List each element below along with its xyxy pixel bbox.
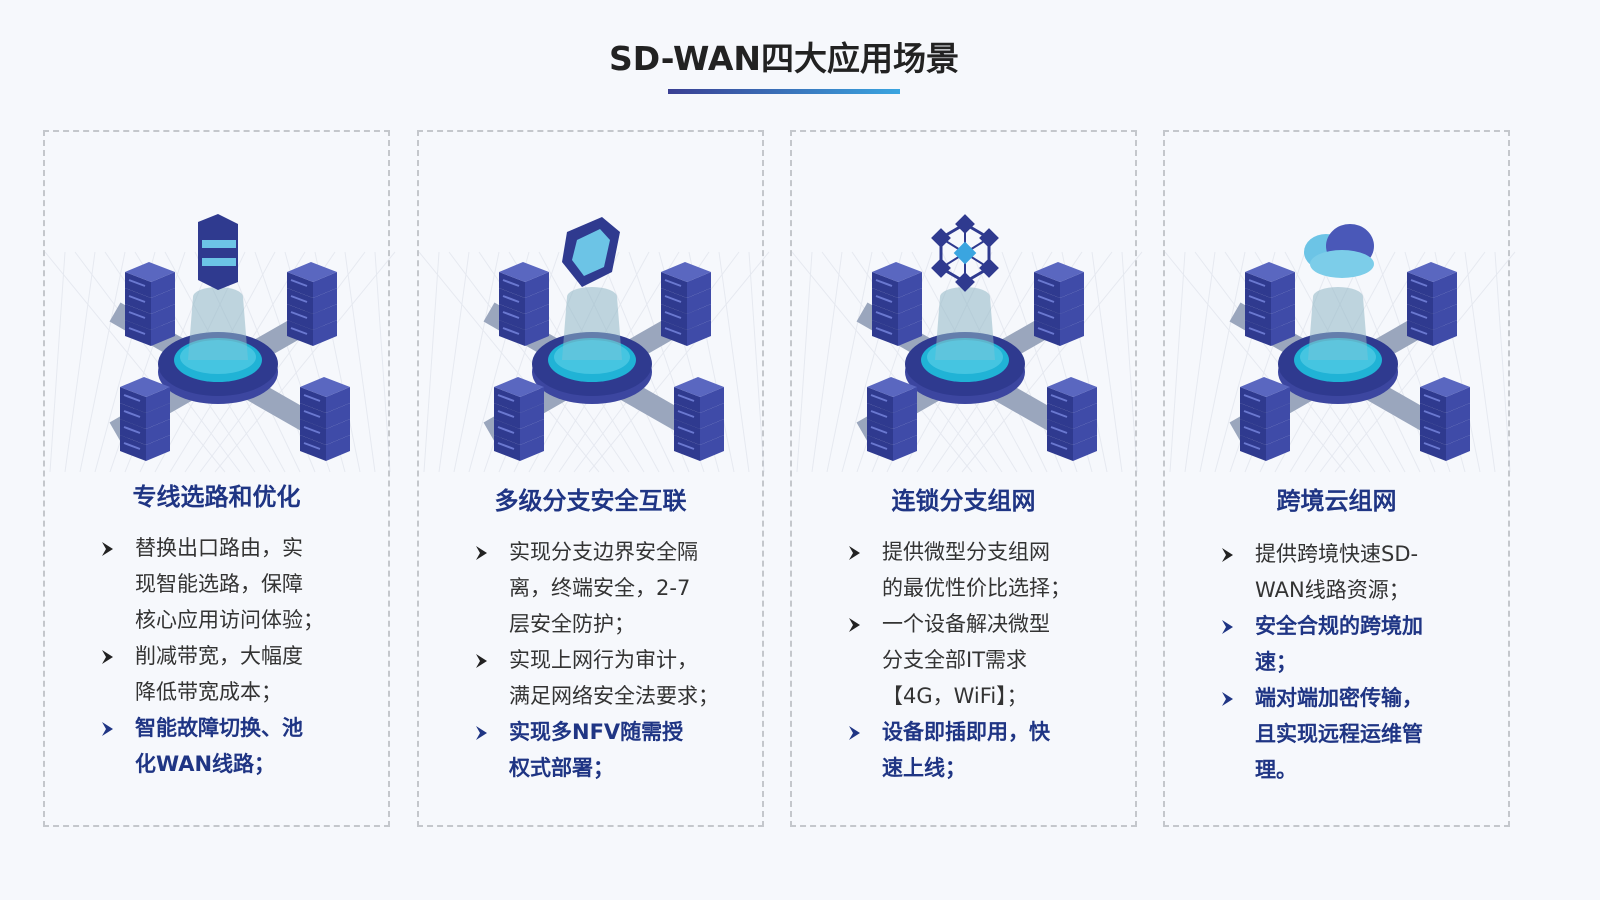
bullet-text-line: 替换出口路由，实 (135, 536, 303, 560)
list-item: 端对端加密传输， 且实现远程运维管理。 (1217, 680, 1498, 788)
list-item: 提供跨境快速SD- WAN线路资源； (1217, 536, 1498, 608)
bullet-text-line: 满足网络安全法要求； (509, 684, 719, 708)
network-hex-network-illustration (791, 214, 1143, 473)
bullet-list: 提供微型分支组网的最优性价比选择；一个设备解决微型分支全部IT需求【4G，WiF… (844, 534, 1125, 786)
arrow-bullet-icon (471, 642, 491, 678)
arrow-bullet-icon (97, 710, 117, 746)
list-item: 一个设备解决微型分支全部IT需求【4G，WiFi】； (844, 606, 1125, 714)
bullet-text-line: 化WAN线路； (135, 752, 276, 776)
card-heading: 多级分支安全互联 (494, 487, 687, 515)
bullet-text-line: 实现上网行为审计， (509, 648, 698, 672)
bullet-text-line: 理。 (1255, 758, 1297, 782)
bullet-text-line: WAN线路资源； (1255, 578, 1410, 602)
bullet-text-line: 【4G，WiFi】； (882, 684, 1028, 708)
bullet-text-line: 速上线； (882, 756, 966, 780)
bullet-text-line: 核心应用访问体验； (135, 608, 324, 632)
bullet-text-line: 现智能选路，保障 (135, 572, 303, 596)
page-title: SD-WAN四大应用场景 (608, 39, 960, 78)
bullet-text-line: 层安全防护； (509, 612, 635, 636)
bullet-text-line: 削减带宽，大幅度 (135, 644, 303, 668)
bullet-text-line: 降低带宽成本； (135, 680, 282, 704)
scenario-card: 跨境云组网提供跨境快速SD-WAN线路资源；安全合规的跨境加速；端对端加密传输，… (1163, 130, 1516, 827)
center-icon (931, 214, 999, 292)
arrow-bullet-icon (1217, 608, 1237, 644)
card-heading: 专线选路和优化 (132, 483, 301, 511)
bullet-list: 实现分支边界安全隔离，终端安全，2-7 层安全防护； 实现上网行为审计， 满足网络安全… (471, 534, 752, 786)
bullet-text-line: 权式部署； (509, 756, 614, 780)
bullet-list: 替换出口路由，实现智能选路，保障核心应用访问体验；削减带宽，大幅度降低带宽成本；… (97, 530, 378, 782)
list-item: 实现多NFV随需授权式部署； (471, 714, 752, 786)
cloud-network-illustration (1164, 224, 1516, 473)
arrow-bullet-icon (1217, 536, 1237, 572)
center-icon (1304, 224, 1374, 278)
bullet-text-line: 端对端加密传输， (1255, 686, 1423, 710)
bullet-text-line: 提供微型分支组网 (882, 540, 1050, 564)
arrow-bullet-icon (97, 638, 117, 674)
arrow-bullet-icon (1217, 680, 1237, 716)
title-underline (668, 89, 900, 94)
center-icon (198, 214, 238, 290)
card-heading: 跨境云组网 (1276, 487, 1397, 515)
arrow-bullet-icon (471, 714, 491, 750)
bullet-text-line: 且实现远程运维管 (1255, 722, 1423, 746)
list-item: 智能故障切换、池化WAN线路； (97, 710, 378, 782)
center-icon (562, 217, 620, 287)
bullet-text-line: 智能故障切换、池 (135, 716, 303, 740)
bullet-text-line: 实现分支边界安全隔 (509, 540, 698, 564)
bullet-text-line: 速； (1255, 650, 1297, 674)
bullet-text-line: 一个设备解决微型 (882, 612, 1050, 636)
bullet-text-line: 设备即插即用，快 (882, 720, 1050, 744)
list-item: 安全合规的跨境加速； (1217, 608, 1498, 680)
scenario-card: 连锁分支组网提供微型分支组网的最优性价比选择；一个设备解决微型分支全部IT需求【… (790, 130, 1143, 827)
arrow-bullet-icon (97, 530, 117, 566)
bullet-text-line: 的最优性价比选择； (882, 576, 1071, 600)
list-item: 替换出口路由，实现智能选路，保障核心应用访问体验； (97, 530, 378, 638)
arrow-bullet-icon (844, 714, 864, 750)
scenario-card: 专线选路和优化替换出口路由，实现智能选路，保障核心应用访问体验；削减带宽，大幅度… (43, 130, 396, 827)
arrow-bullet-icon (844, 534, 864, 570)
bullet-text-line: 实现多NFV随需授 (509, 720, 684, 744)
bullet-text-line: 分支全部IT需求 (882, 648, 1028, 672)
bullet-text-line: 安全合规的跨境加 (1255, 614, 1423, 638)
arrow-bullet-icon (471, 534, 491, 570)
arrow-bullet-icon (844, 606, 864, 642)
card-heading: 连锁分支组网 (891, 487, 1036, 515)
bullet-text-line: 提供跨境快速SD- (1255, 542, 1419, 566)
list-item: 实现分支边界安全隔离，终端安全，2-7 层安全防护； (471, 534, 752, 642)
scenario-card: 多级分支安全互联实现分支边界安全隔离，终端安全，2-7 层安全防护； 实现上网行为审… (417, 130, 770, 827)
shield-network-illustration (418, 217, 770, 473)
router-network-illustration (44, 214, 396, 473)
list-item: 提供微型分支组网的最优性价比选择； (844, 534, 1125, 606)
bullet-text-line: 离，终端安全，2-7 (509, 576, 691, 600)
list-item: 削减带宽，大幅度降低带宽成本； (97, 638, 378, 710)
list-item: 实现上网行为审计， 满足网络安全法要求； (471, 642, 752, 714)
list-item: 设备即插即用，快速上线； (844, 714, 1125, 786)
bullet-list: 提供跨境快速SD- WAN线路资源； 安全合规的跨境加速； 端对端加密传输， 且实现远程… (1217, 536, 1498, 788)
